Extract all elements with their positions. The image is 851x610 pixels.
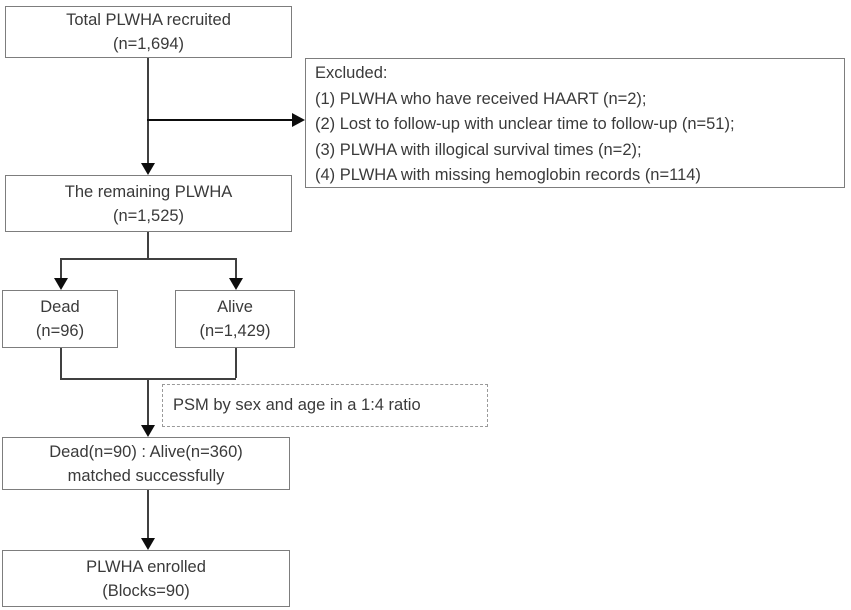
connector-dead-down-line [60,348,62,378]
box-alive-line2: (n=1,429) [199,322,271,340]
connector-split-to-alive-line [235,258,237,279]
box-total-recruited: Total PLWHA recruited (n=1,694) [5,6,292,58]
box-dead: Dead (n=96) [2,290,118,348]
box-total-line2: (n=1,694) [112,35,185,53]
excluded-item: (4) PLWHA with missing hemoglobin record… [315,166,701,184]
arrowhead-down-to-matched-icon [141,425,155,437]
box-remaining-plwha: The remaining PLWHA (n=1,525) [5,175,292,232]
box-psm-note: PSM by sex and age in a 1:4 ratio [162,384,488,427]
box-total-line1: Total PLWHA recruited [66,11,231,29]
arrowhead-down-to-enrolled-icon [141,538,155,550]
psm-label: PSM by sex and age in a 1:4 ratio [173,396,421,414]
box-remaining-line2: (n=1,525) [112,206,185,225]
excluded-item: (3) PLWHA with illogical survival times … [315,140,642,159]
connector-remaining-down-line [147,232,149,258]
box-enrolled: PLWHA enrolled (Blocks=90) [2,550,290,607]
arrowhead-right-to-excluded-icon [292,113,305,127]
connector-to-excluded-line [147,119,293,121]
box-alive: Alive (n=1,429) [175,290,295,348]
box-matched-line2: matched successfully [67,466,225,485]
excluded-heading: Excluded: [315,64,388,82]
connector-total-to-remaining-line [147,58,149,164]
connector-split-to-dead-line [60,258,62,279]
arrowhead-down-to-alive-icon [229,278,243,290]
box-matched: Dead(n=90) : Alive(n=360) matched succes… [2,437,290,490]
box-alive-line1: Alive [217,298,253,316]
connector-merge-to-matched-line [147,378,149,425]
excluded-item: (1) PLWHA who have received HAART (n=2); [315,89,647,108]
box-enrolled-line1: PLWHA enrolled [86,557,206,576]
box-matched-line1: Dead(n=90) : Alive(n=360) [49,442,243,461]
connector-split-horizontal-line [60,258,236,260]
box-enrolled-line2: (Blocks=90) [102,581,190,600]
box-remaining-line1: The remaining PLWHA [64,182,233,201]
arrowhead-down-to-remaining-icon [141,163,155,175]
excluded-item: (2) Lost to follow-up with unclear time … [315,115,735,133]
box-dead-line2: (n=96) [35,322,85,340]
connector-alive-down-line [235,348,237,378]
box-excluded: Excluded: (1) PLWHA who have received HA… [305,58,845,188]
box-dead-line1: Dead [40,298,80,316]
arrowhead-down-to-dead-icon [54,278,68,290]
connector-matched-to-enrolled-line [147,490,149,538]
